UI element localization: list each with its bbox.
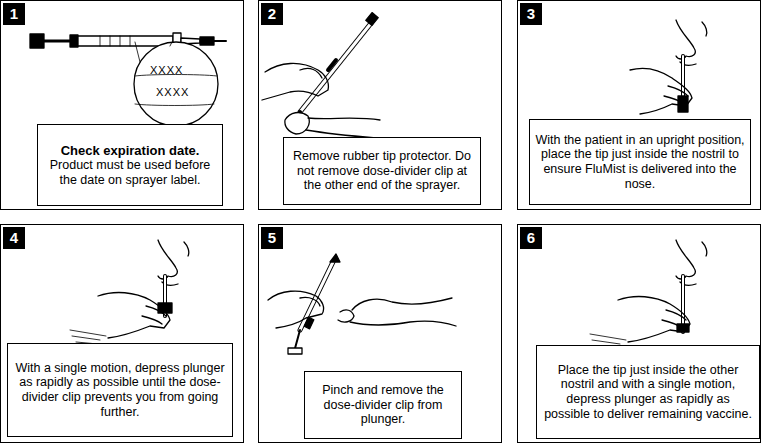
drawing-stroke (330, 254, 340, 262)
step-panel: 2Remove rubber tip protector. Do not rem… (258, 0, 502, 210)
step-number: 5 (261, 227, 283, 249)
step-panel: 3With the patient in an upright position… (517, 0, 761, 210)
drawing-stroke (135, 42, 140, 62)
step-number: 1 (3, 3, 25, 25)
step-number: 4 (3, 227, 25, 249)
drawing-stroke (170, 42, 172, 46)
instruction-text: With the patient in an upright position,… (535, 133, 745, 192)
drawing-stroke (184, 242, 189, 256)
drawing-stroke (630, 68, 692, 114)
drawing-stroke (702, 22, 707, 36)
instruction-box: With the patient in an upright position,… (529, 119, 751, 205)
instruction-text: Product must be used before the date on … (43, 158, 217, 187)
drawing-stroke (70, 330, 106, 344)
drawing-stroke (662, 310, 686, 328)
hands-drawing (268, 254, 456, 354)
drawing-stroke (142, 306, 166, 324)
step-number: 6 (520, 227, 542, 249)
drawing-stroke (98, 293, 170, 338)
drawing-stroke (678, 96, 688, 112)
drawing-stroke (306, 118, 380, 138)
drawing-stroke (268, 291, 324, 328)
drawing-stroke (78, 36, 173, 46)
drawing-stroke (300, 297, 320, 306)
drawing-stroke (676, 240, 696, 285)
date-placeholder: XXXX (150, 64, 183, 76)
drawing-stroke (158, 240, 178, 285)
drawing-stroke (135, 75, 217, 106)
drawing-stroke (262, 63, 328, 100)
step-panel: 6Place the tip just inside the other nos… (517, 224, 761, 443)
drawing-stroke (44, 40, 70, 43)
drawing-stroke (338, 310, 354, 322)
drawing-stroke (214, 40, 226, 42)
drawing-stroke (328, 60, 336, 70)
drawing-stroke (702, 242, 707, 256)
instruction-text: Pinch and remove the dose-divider clip f… (310, 383, 456, 427)
step-number: 2 (261, 3, 283, 25)
instruction-text: Remove rubber tip protector. Do not remo… (289, 149, 475, 193)
drawing-stroke (350, 298, 456, 326)
drawing-stroke (300, 68, 322, 78)
instruction-box: With a single motion, depress plunger as… (7, 343, 233, 437)
instruction-heading: Check expiration date. (61, 143, 200, 158)
drawing-stroke (366, 13, 379, 26)
instruction-box: Pinch and remove the dose-divider clip f… (304, 371, 462, 439)
nose-drawing (590, 240, 707, 348)
step-panel: 5Pinch and remove the dose-divider clip … (258, 224, 502, 443)
drawing-stroke (664, 86, 688, 104)
drawing-stroke (288, 348, 302, 354)
date-placeholder: XXXX (156, 86, 189, 98)
instruction-text: Place the tip just inside the other nost… (542, 363, 754, 422)
drawing-stroke (285, 113, 309, 134)
drawing-stroke (100, 36, 130, 46)
instruction-box: Place the tip just inside the other nost… (536, 345, 760, 439)
instruction-box: Remove rubber tip protector. Do not remo… (283, 137, 481, 205)
nose-drawing (630, 20, 707, 114)
drawing-stroke (200, 37, 214, 45)
instruction-text: With a single motion, depress plunger as… (13, 361, 227, 420)
instruction-box: Check expiration date.Product must be us… (37, 124, 223, 206)
drawing-stroke (30, 34, 44, 48)
sprayer-drawing (30, 33, 226, 126)
hands-drawing (262, 13, 380, 138)
step-panel: 4With a single motion, depress plunger a… (0, 224, 244, 443)
step-number: 3 (520, 3, 542, 25)
drawing-stroke (676, 20, 696, 65)
nose-drawing (70, 240, 189, 344)
drawing-stroke (134, 42, 218, 126)
drawing-stroke (618, 297, 690, 342)
drawing-stroke (70, 35, 78, 47)
step-panel: 1Check expiration date.Product must be u… (0, 0, 244, 210)
